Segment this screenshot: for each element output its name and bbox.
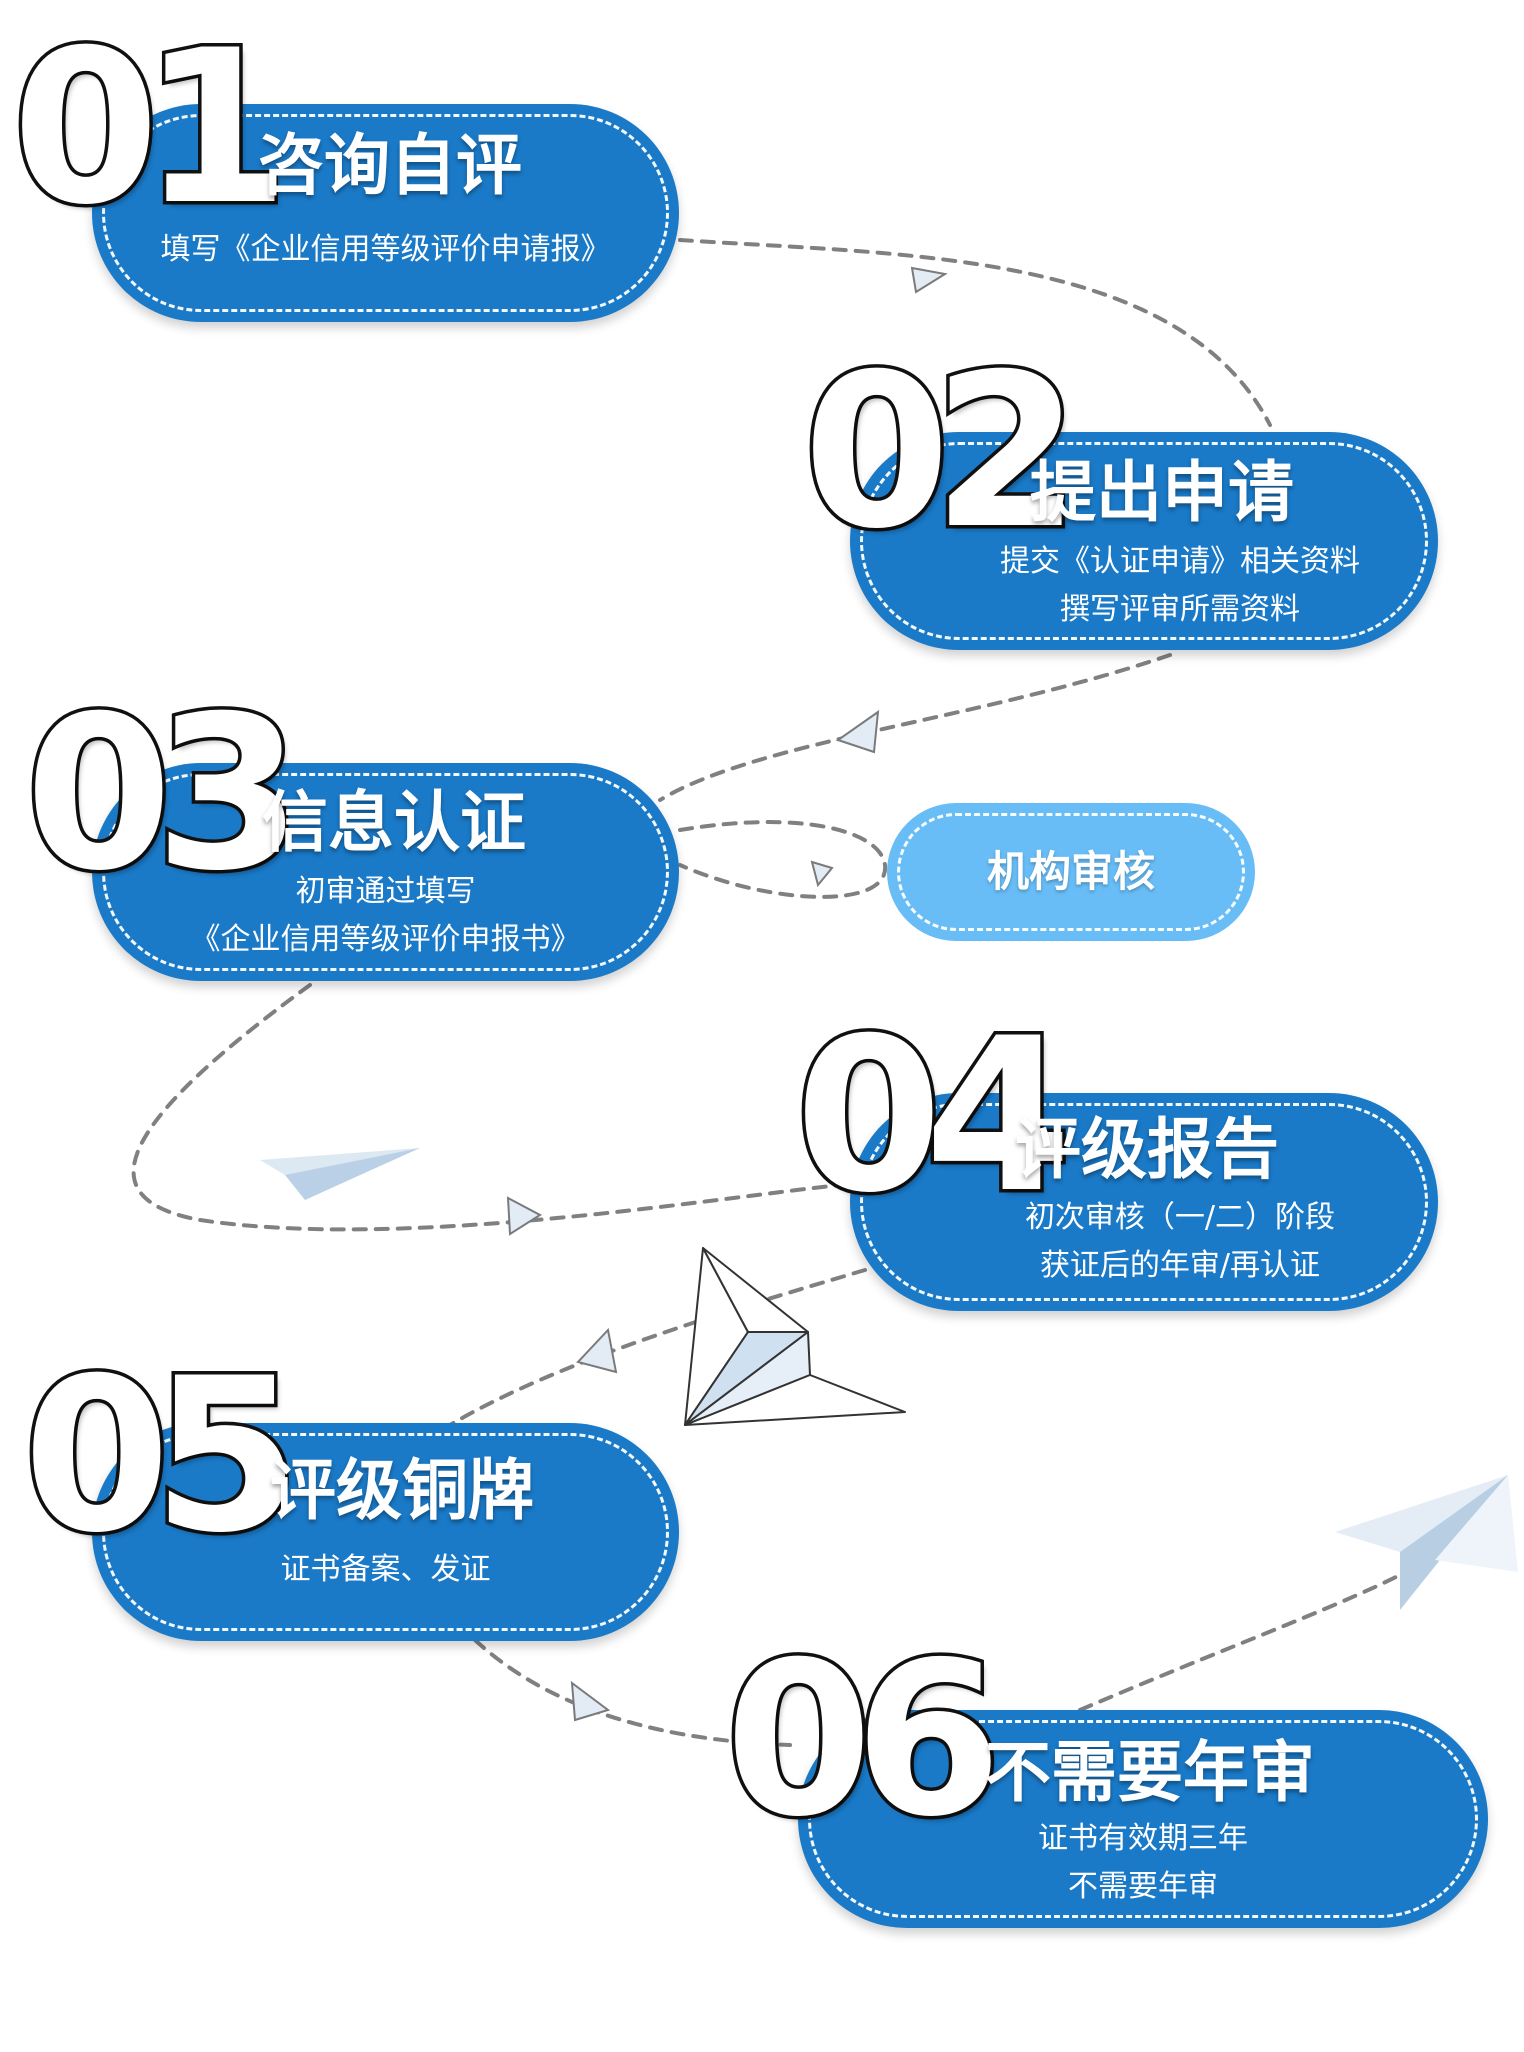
step-06-desc: 证书有效期三年 不需要年审	[798, 1815, 1488, 1911]
arrowhead-icon	[810, 860, 834, 888]
step-04-title: 评级报告	[1015, 1111, 1279, 1188]
step-05-number: 05	[19, 1332, 303, 1579]
connector-02-03	[658, 653, 1172, 802]
step-06-desc-line: 不需要年审	[1068, 1869, 1218, 1904]
step-06-desc-line: 证书有效期三年	[1038, 1821, 1248, 1856]
step-05-pill	[92, 1423, 679, 1641]
step-03-desc-line: 《企业信用等级评价申报书》	[190, 922, 581, 957]
step-03-desc-line: 初审通过填写	[295, 874, 476, 909]
step-01-desc: 填写《企业信用等级评价申请报》	[92, 226, 679, 274]
step-06-number: 06	[721, 1616, 1005, 1863]
step-04-desc-line: 获证后的年审/再认证	[1039, 1248, 1321, 1283]
step-02-desc: 提交《认证申请》相关资料 撰写评审所需资料	[900, 538, 1460, 634]
connector-01-02	[678, 238, 1272, 427]
step-03-desc: 初审通过填写 《企业信用等级评价申报书》	[92, 868, 679, 964]
step-04-desc: 初次审核（一/二）阶段 获证后的年审/再认证	[900, 1194, 1460, 1290]
arrowhead-icon	[506, 1196, 542, 1236]
step-01-title: 咨询自评	[258, 127, 522, 204]
step-02-pill	[850, 432, 1438, 650]
step-03-number: 03	[21, 670, 305, 917]
step-02-desc-line: 撰写评审所需资料	[1060, 592, 1300, 627]
step-06-title: 不需要年审	[985, 1734, 1315, 1811]
step-03-pill	[92, 763, 679, 981]
step-01-desc-line: 填写《企业信用等级评价申请报》	[160, 232, 611, 267]
step-05-title: 评级铜牌	[270, 1452, 534, 1529]
arrowhead-icon	[835, 709, 880, 754]
paper-plane-icon-right	[1335, 1475, 1518, 1610]
connector-03-04	[131, 983, 842, 1232]
step-02-number: 02	[799, 328, 1083, 575]
connector-05-06	[473, 1638, 792, 1747]
connector-03-loop	[678, 820, 888, 899]
step-01-number: 01	[8, 4, 292, 251]
step-04-number: 04	[791, 992, 1075, 1239]
arrowhead-icon	[576, 1327, 618, 1374]
arrowhead-icon	[570, 1680, 611, 1722]
side-note-label: 机构审核	[986, 847, 1155, 896]
side-note-pill	[887, 803, 1255, 941]
step-06-pill	[798, 1710, 1488, 1928]
step-02-title: 提出申请	[1030, 454, 1294, 531]
step-02-desc-line: 提交《认证申请》相关资料	[1000, 544, 1360, 579]
step-05-desc: 证书备案、发证	[92, 1546, 679, 1594]
arrowhead-icon	[910, 266, 948, 294]
arrowheads	[506, 266, 948, 1722]
connector-04-05	[448, 1268, 867, 1427]
step-04-desc-line: 初次审核（一/二）阶段	[1024, 1200, 1336, 1235]
step-01-pill	[92, 104, 679, 322]
paper-plane-icon-center	[684, 1247, 906, 1426]
step-03-title: 信息认证	[262, 784, 526, 861]
paper-plane-icon-left	[260, 1148, 420, 1200]
connector-06-end	[1078, 1573, 1402, 1712]
step-04-pill	[850, 1093, 1438, 1311]
step-05-desc-line: 证书备案、发证	[280, 1552, 491, 1587]
